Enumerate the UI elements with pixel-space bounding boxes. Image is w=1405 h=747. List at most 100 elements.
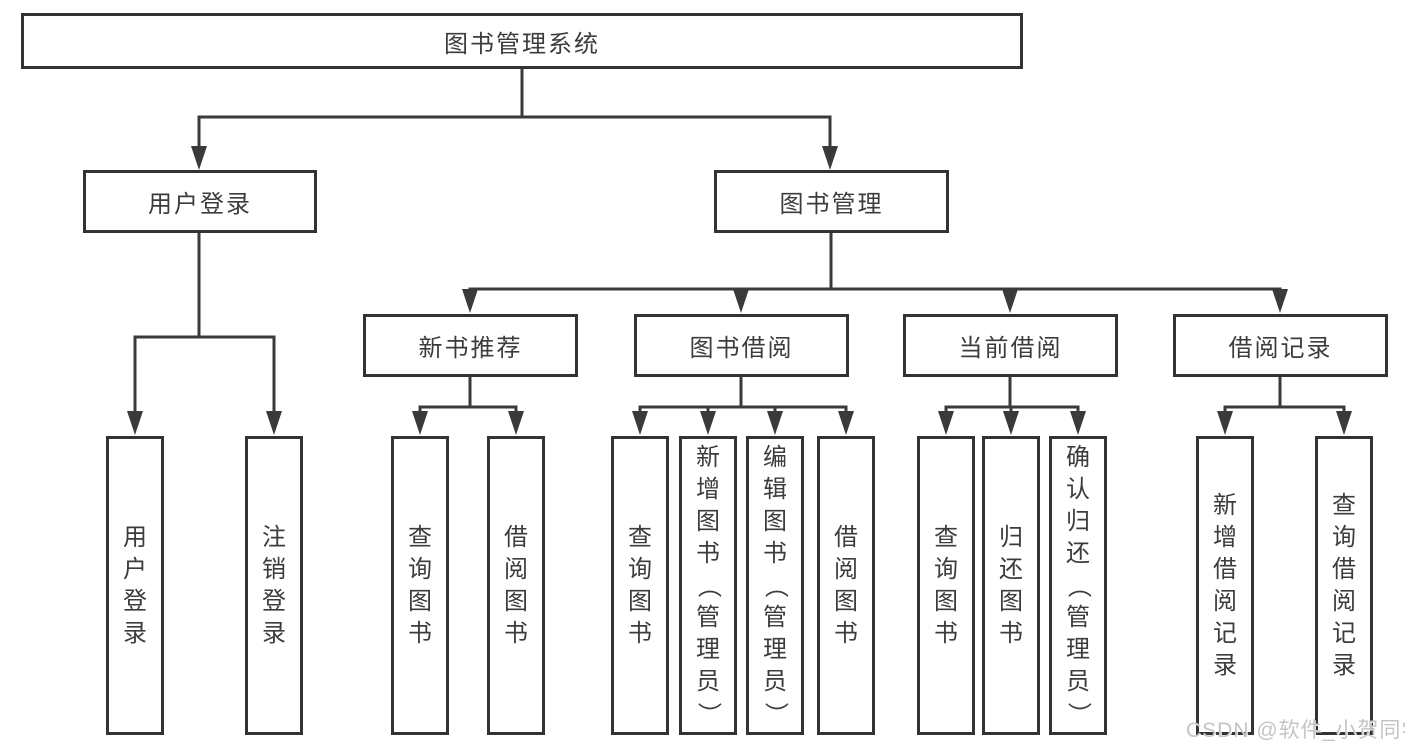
node-label-char: 管 xyxy=(1066,603,1090,631)
node-label-char: 用 xyxy=(123,523,147,551)
node-label-char: 图 xyxy=(408,587,432,615)
node-label: 图书借阅 xyxy=(689,335,794,362)
node-label-char: 书 xyxy=(696,539,720,567)
node-label-char: 询 xyxy=(408,555,432,583)
node-label-char: 图 xyxy=(934,587,958,615)
node-label-char: 询 xyxy=(1332,523,1356,551)
node-label-char: 记 xyxy=(1332,619,1356,647)
node-label-char: 注 xyxy=(262,523,286,551)
arrowhead-icon xyxy=(1002,289,1018,313)
node-label-char: 销 xyxy=(262,555,286,583)
node-label-char: 阅 xyxy=(1332,587,1356,615)
arrowhead-icon xyxy=(838,411,854,435)
node-label-char: 管 xyxy=(696,603,720,631)
node-label-char: 归 xyxy=(999,523,1023,551)
node-label-char: 登 xyxy=(262,587,286,615)
arrowhead-icon xyxy=(1336,411,1352,435)
node-label: 新书推荐 xyxy=(418,335,523,362)
node-label-char: 书 xyxy=(504,619,528,647)
node-label-char: 书 xyxy=(834,619,858,647)
node-label-char: 图 xyxy=(504,587,528,615)
node-leaf-query-books-1: 查询图书 xyxy=(391,436,449,735)
node-label-char: 户 xyxy=(123,555,147,583)
arrowhead-icon xyxy=(191,146,207,170)
arrowhead-icon xyxy=(412,411,428,435)
node-label-char: 借 xyxy=(1332,555,1356,583)
node-label-char: 书 xyxy=(934,619,958,647)
node-label-char: 阅 xyxy=(834,555,858,583)
node-label-char: 辑 xyxy=(763,475,787,503)
node-label-char: 员 xyxy=(696,667,720,695)
node-label-char: 登 xyxy=(123,587,147,615)
node-label-char: （ xyxy=(1065,573,1092,598)
node-label-char: 员 xyxy=(1066,667,1090,695)
node-label-char: 确 xyxy=(1066,443,1090,471)
node-label-char: 增 xyxy=(1213,523,1237,551)
node-label-char: 认 xyxy=(1066,475,1090,503)
node-label-char: 还 xyxy=(999,555,1023,583)
node-label-char: 还 xyxy=(1066,539,1090,567)
node-label-char: 借 xyxy=(504,523,528,551)
arrowhead-icon xyxy=(822,146,838,170)
node-leaf-return-books: 归还图书 xyxy=(982,436,1040,735)
node-label-char: 询 xyxy=(628,555,652,583)
node-label-char: 查 xyxy=(628,523,652,551)
node-new-book-recommend: 新书推荐 xyxy=(363,314,578,377)
node-book-borrowing: 图书借阅 xyxy=(634,314,849,377)
node-label-char: 书 xyxy=(628,619,652,647)
arrowhead-icon xyxy=(127,411,143,435)
node-leaf-confirm-return-admin: 确认归还 （ 管理员 ） xyxy=(1049,436,1107,735)
node-label-char: 录 xyxy=(1332,651,1356,679)
node-label-char: 录 xyxy=(1213,651,1237,679)
node-label-char: 理 xyxy=(1066,635,1090,663)
node-book-management-branch: 图书管理 xyxy=(714,170,949,233)
node-current-borrowing: 当前借阅 xyxy=(903,314,1118,377)
node-label-char: 录 xyxy=(262,619,286,647)
node-root: 图书管理系统 xyxy=(21,13,1023,69)
node-label-char: 新 xyxy=(696,443,720,471)
node-label-char: 图 xyxy=(834,587,858,615)
node-label-char: 归 xyxy=(1066,507,1090,535)
node-leaf-query-books-2: 查询图书 xyxy=(611,436,669,735)
node-label-char: 员 xyxy=(763,667,787,695)
node-label-char: 书 xyxy=(408,619,432,647)
node-label-char: 查 xyxy=(408,523,432,551)
node-label-char: 新 xyxy=(1213,491,1237,519)
node-label: 当前借阅 xyxy=(958,335,1063,362)
node-leaf-edit-books-admin: 编辑图书（管理员） xyxy=(746,436,804,735)
node-user-login-branch: 用户登录 xyxy=(83,170,317,233)
node-leaf-add-books-admin: 新增图书（管理员） xyxy=(679,436,737,735)
node-leaf-query-borrow-record: 查询借阅记录 xyxy=(1315,436,1373,735)
arrowhead-icon xyxy=(700,411,716,435)
node-label-char: 阅 xyxy=(1213,587,1237,615)
node-label: 图书管理 xyxy=(779,191,884,218)
node-label-char: ） xyxy=(1065,701,1092,726)
node-label-char: 借 xyxy=(1213,555,1237,583)
node-label-char: 书 xyxy=(999,619,1023,647)
node-leaf-add-borrow-record: 新增借阅记录 xyxy=(1196,436,1254,735)
node-leaf-query-books-3: 查询图书 xyxy=(917,436,975,735)
arrowhead-icon xyxy=(1003,411,1019,435)
node-label-char: 查 xyxy=(1332,491,1356,519)
node-label-char: （ xyxy=(762,573,789,598)
node-label-char: 书 xyxy=(763,539,787,567)
node-label-char: 图 xyxy=(628,587,652,615)
node-leaf-user-login: 用户登录 xyxy=(106,436,164,735)
node-borrowing-records: 借阅记录 xyxy=(1173,314,1388,377)
node-label-char: 阅 xyxy=(504,555,528,583)
arrowhead-icon xyxy=(508,411,524,435)
node-label: 用户登录 xyxy=(148,191,252,218)
node-label-char: 记 xyxy=(1213,619,1237,647)
arrowhead-icon xyxy=(1217,411,1233,435)
node-label-char: 编 xyxy=(763,443,787,471)
node-label: 借阅记录 xyxy=(1228,335,1333,362)
node-label-char: 增 xyxy=(696,475,720,503)
node-label-char: 管 xyxy=(763,603,787,631)
node-label-char: ） xyxy=(695,701,722,726)
node-label-char: 借 xyxy=(834,523,858,551)
node-label-char: 查 xyxy=(934,523,958,551)
node-label-char: 询 xyxy=(934,555,958,583)
node-label-char: 图 xyxy=(696,507,720,535)
arrowhead-icon xyxy=(767,411,783,435)
